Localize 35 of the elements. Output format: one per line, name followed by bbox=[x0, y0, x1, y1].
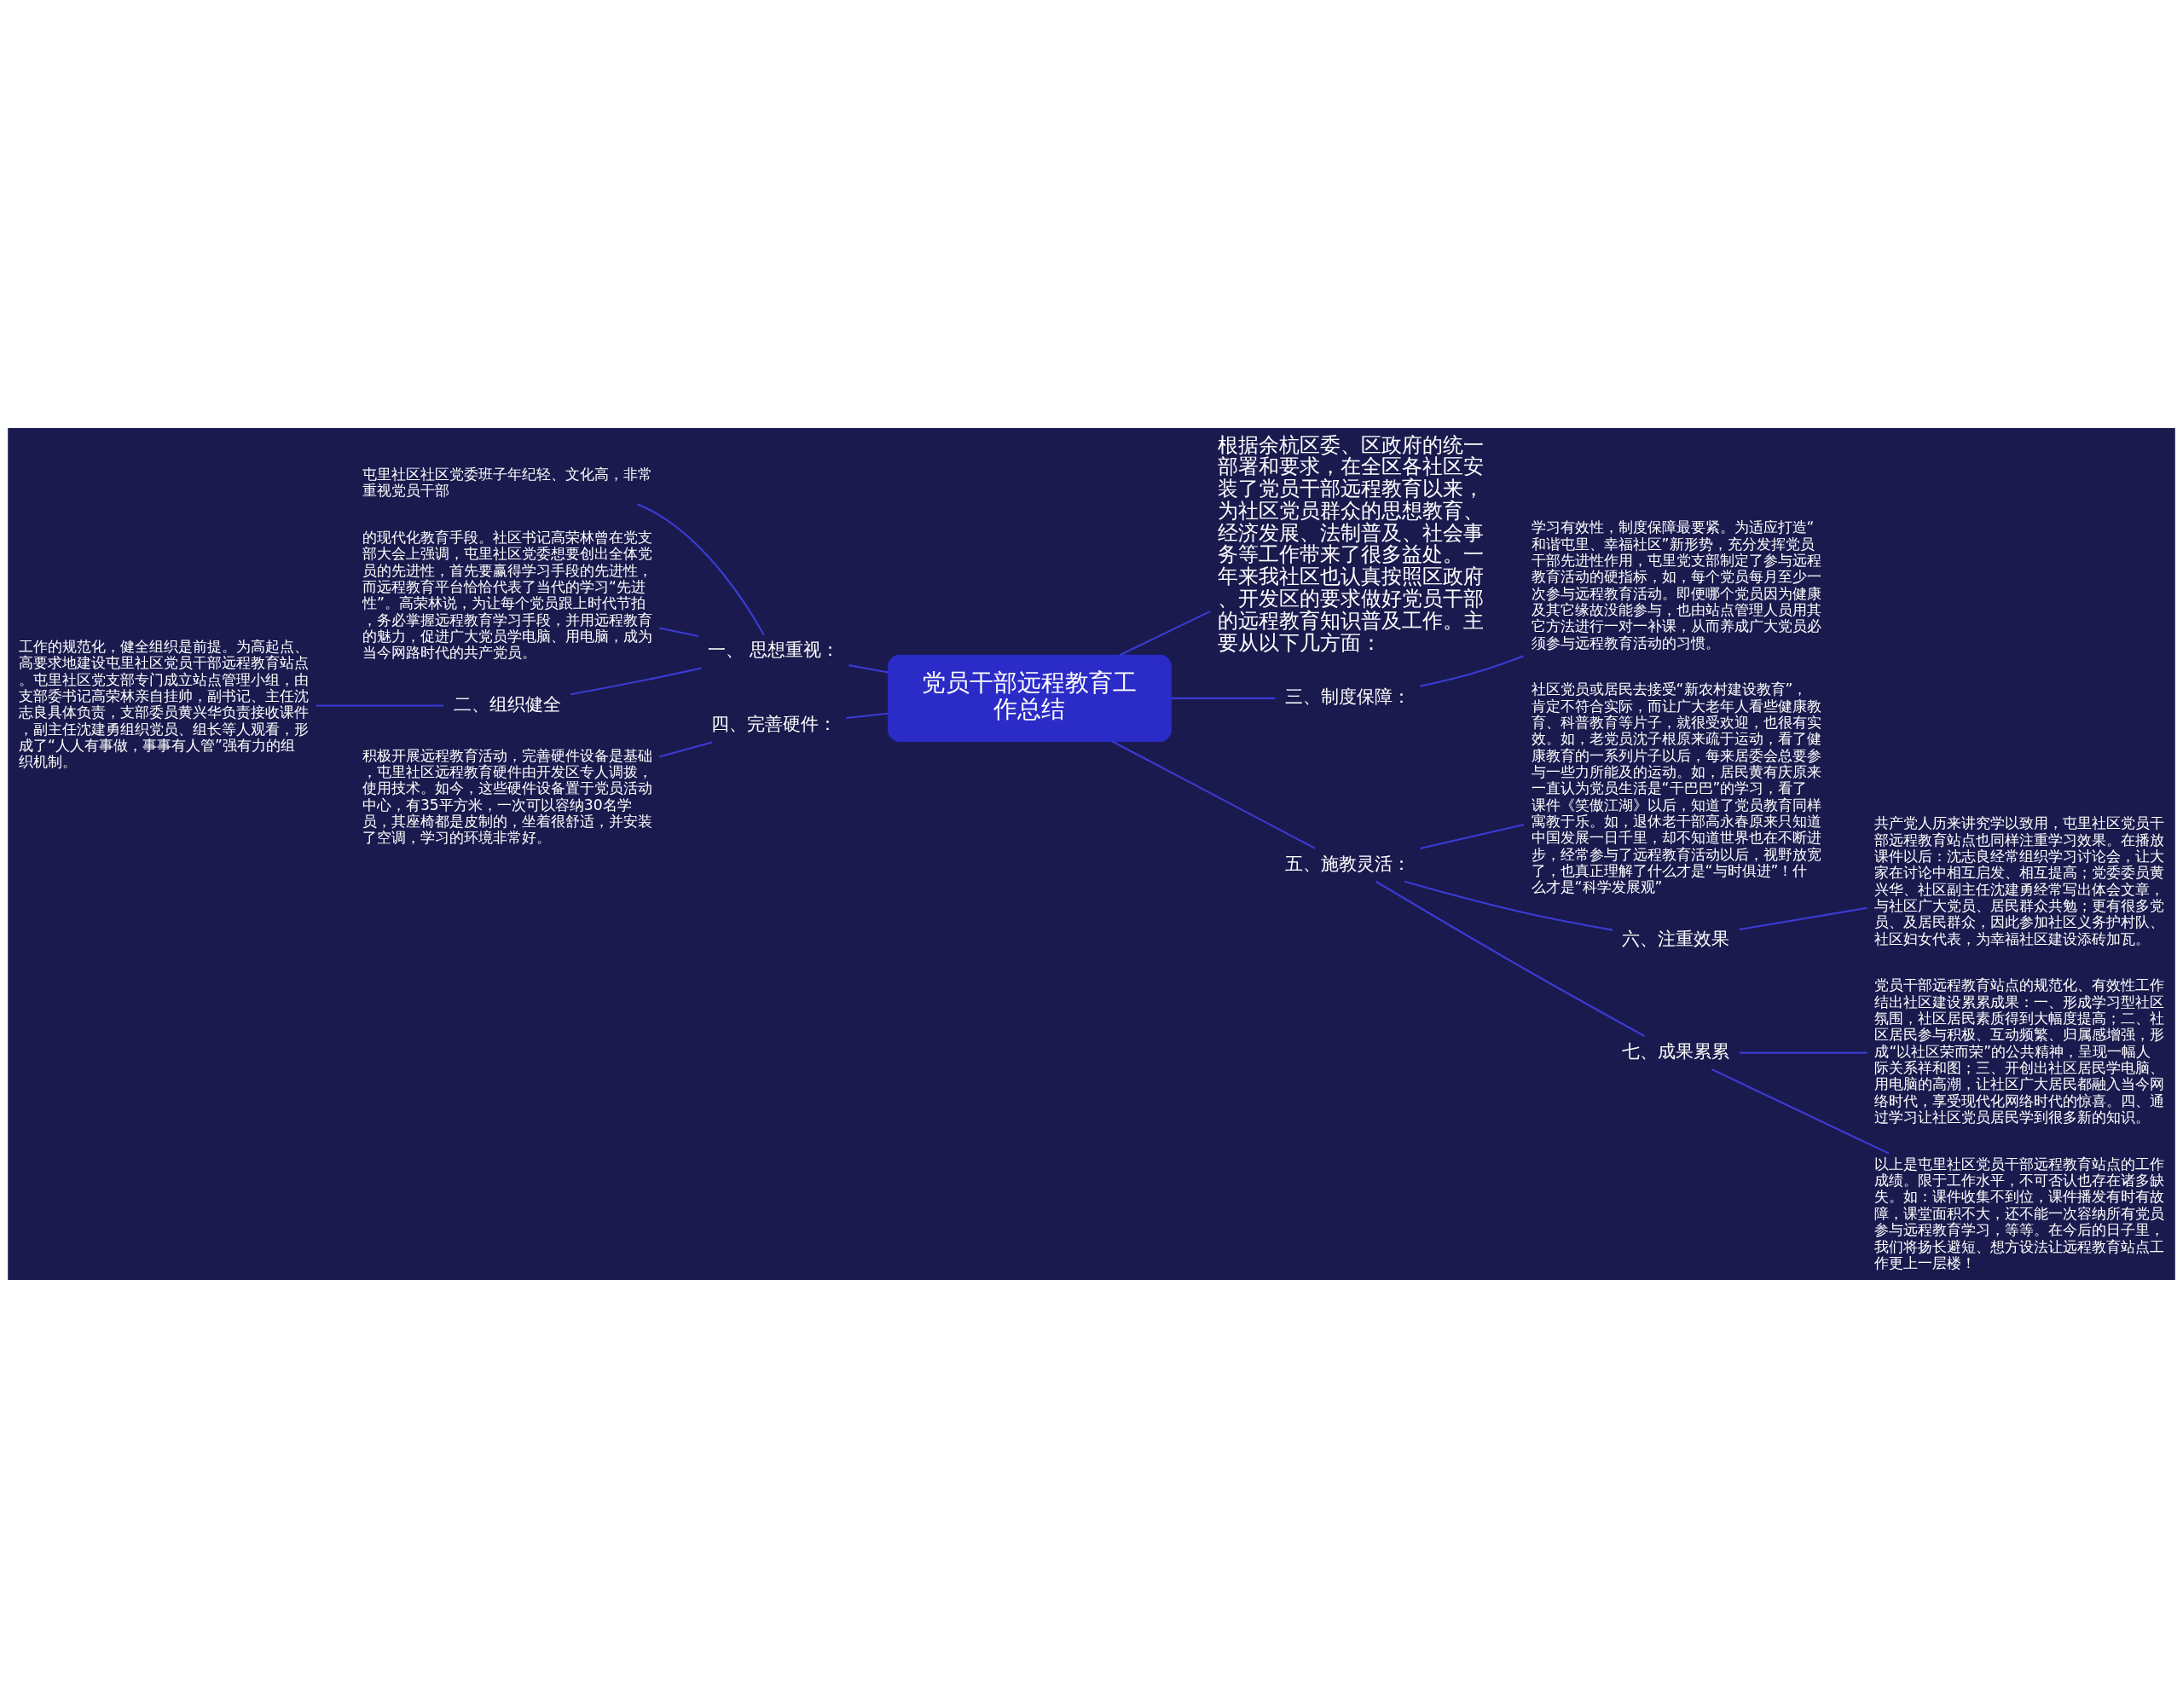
node-text: 二、组织健全 bbox=[453, 692, 561, 715]
node-text: 三、制度保障： bbox=[1284, 686, 1410, 708]
node-text: 以上是屯里社区党员干部远程教育站点的工作成绩。限于工作水平，不可否认也存在诸多缺失。如：课件收集不到位，课件播发有时有故障，课堂面积不大，还不能一次容纳所有党员参与远程教育学习，等等。在今后的日子里，我们将扬长避短、想方设法让远程教育站点工作更上一层楼！ bbox=[1874, 1155, 2165, 1271]
node-text: 五、施教灵活： bbox=[1284, 852, 1410, 874]
connector bbox=[1375, 880, 1646, 1038]
node-text: 工作的规范化，健全组织是前提。为高起点、高要求地建设屯里社区党员干部远程教育站点。屯里社区党支部专门成立站点管理小组，由支部委书记高荣林亲自挂帅，副书记、主任沈志良具体负责，支部委员黄兴华负责接收课件，副主任沈建勇组织党员、组长等人观看，形成了“人人有事做，事事有人管”强有力的组织机制。 bbox=[19, 637, 310, 771]
node-text: 七、成果累累 bbox=[1622, 1039, 1730, 1062]
node-text: 根据余杭区委、区政府的统一部署和要求，在全区各社区安装了党员干部远程教育以来，为社区党员群众的思想教育、经济发展、法制普及、社会事务等工作带来了很多益处。一年来我社区也认真按照区政府、开发区的要求做好党员干部的远程教育知识普及工作。主要从以下几方面： bbox=[1218, 432, 1485, 655]
connector bbox=[1171, 697, 1276, 699]
node-text: 党员干部远程教育站点的规范化、有效性工作结出社区建设累累成果：一、形成学习型社区氛围，社区居民素质得到大幅度提高；二、社区居民参与积极、互动频繁、归属感增强，形成“以社区荣而荣”的公共精神，呈现一幅人际关系祥和图；三、开创出社区居民学电脑、用电脑的高潮，让社区广大居民都融入当今网络时代，享受现代化网络时代的惊喜。四、通过学习让社区党员居民学到很多新的知识。 bbox=[1874, 976, 2165, 1126]
connector bbox=[1420, 655, 1525, 687]
node-box: 党员干部远程教育工作总结 bbox=[888, 654, 1172, 742]
connector bbox=[1404, 880, 1613, 931]
connector bbox=[316, 704, 444, 707]
connector bbox=[1711, 1068, 1890, 1155]
node-text: 六、注重效果 bbox=[1622, 927, 1730, 949]
connector bbox=[1739, 1051, 1867, 1054]
connector bbox=[848, 664, 889, 674]
node-text: 积极开展远程教育活动，完善硬件设备是基础，屯里社区远程教育硬件由开发区专人调拨，使用技术。如今，这些硬件设备置于党员活动中心，有35平方米，一次可以容纳30名学员，其座椅都是皮制的，坐着很舒适，并安装了空调，学习的环境非常好。 bbox=[362, 746, 652, 847]
node-text: 屯里社区社区党委班子年纪轻、文化高，非常重视党员干部 bbox=[362, 465, 652, 500]
connector bbox=[658, 627, 699, 638]
connector bbox=[636, 503, 765, 636]
node-text: 四、完善硬件： bbox=[710, 713, 837, 735]
connector bbox=[1420, 824, 1525, 850]
connector bbox=[1111, 740, 1316, 849]
connector bbox=[570, 667, 702, 696]
connector bbox=[1739, 906, 1867, 931]
node-text: 社区党员或居民去接受“新农村建设教育”，肯定不符合实际，而让广大老年人看些健康教育、科普教育等片子，就很受欢迎，也很有实效。如，老党员沈子根原来疏于运动，看了健康教育的一系列片子以后，每来居委会总要参与一些力所能及的运动。如，居民黄有庆原来一直认为党员生活是“干巴巴”的学习，看了课件《笑傲江湖》以后，知道了党员教育同样寓教于乐。如，退休老干部高永春原来只知道中国发展一日千里，却不知道世界也在不断进步，经常参与了远程教育活动以后，视野放宽了，也真正理解了什么才是“与时俱进”！什么才是“科学发展观” bbox=[1531, 680, 1821, 896]
connector bbox=[1119, 610, 1211, 657]
node-text: 共产党人历来讲究学以致用，屯里社区党员干部远程教育站点也同样注重学习效果。在播放课件以后：沈志良经常组织学习讨论会，让大家在讨论中相互启发、相互提高；党委委员黄兴华、社区副主任沈建勇经常写出体会文章，与社区广大党员、居民群众共勉；更有很多党员、及居民群众，因此参加社区义务护村队、社区妇女代表，为幸福社区建设添砖加瓦。 bbox=[1874, 814, 2165, 947]
node-text: 的现代化教育手段。社区书记高荣林曾在党支部大会上强调，屯里社区党委想要创出全体党员的先进性，首先要赢得学习手段的先进性，而远程教育平台恰恰代表了当代的学习“先进性”。高荣林说，为让每个党员跟上时代节拍，务必掌握远程教育学习手段，并用远程教育的魅力，促进广大党员学电脑、用电脑，成为当今网路时代的共产党员。 bbox=[362, 529, 652, 662]
node-text: 一、 思想重视： bbox=[708, 639, 840, 661]
connector bbox=[658, 741, 713, 758]
node-text: 学习有效性，制度保障最要紧。为适应打造“和谐屯里、幸福社区”新形势，充分发挥党员干部先进性作用，屯里党支部制定了参与远程教育活动的硬指标，如，每个党员每月至少一次参与远程教育活动。即便哪个党员因为健康及其它缘故没能参与，也由站点管理人员用其它方法进行一对一补课，从而养成广大党员必须参与远程教育活动的习惯。 bbox=[1531, 518, 1821, 651]
connector bbox=[846, 712, 889, 720]
